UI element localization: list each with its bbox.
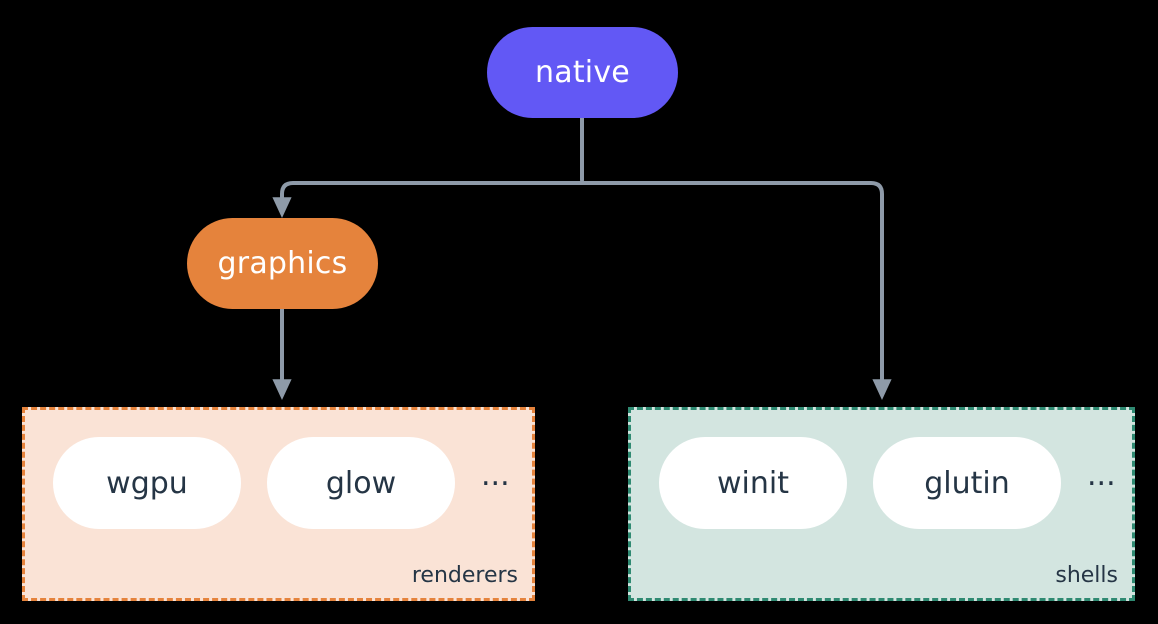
shells-overflow-ellipsis: ... [1087, 458, 1116, 493]
renderers-item-row: wgpu glow ... [53, 437, 510, 529]
leaf-glow[interactable]: glow [267, 437, 455, 529]
edge-native-to-shells [580, 181, 892, 401]
leaf-winit[interactable]: winit [659, 437, 847, 529]
leaf-glow-label: glow [325, 465, 397, 501]
renderers-overflow-ellipsis: ... [481, 458, 510, 493]
node-native-label: native [535, 55, 630, 90]
leaf-wgpu-label: wgpu [106, 465, 188, 501]
edge-native-to-graphics [272, 181, 584, 219]
node-native[interactable]: native [487, 27, 678, 118]
shells-item-row: winit glutin ... [659, 437, 1116, 529]
leaf-glutin-label: glutin [924, 465, 1010, 501]
node-graphics-label: graphics [217, 246, 348, 281]
cluster-renderers: wgpu glow ... renderers [22, 407, 535, 601]
cluster-renderers-label: renderers [411, 563, 518, 588]
leaf-glutin[interactable]: glutin [873, 437, 1061, 529]
leaf-winit-label: winit [717, 465, 789, 501]
node-graphics[interactable]: graphics [187, 218, 378, 309]
cluster-shells-label: shells [1055, 563, 1118, 588]
leaf-wgpu[interactable]: wgpu [53, 437, 241, 529]
cluster-shells: winit glutin ... shells [628, 407, 1135, 601]
